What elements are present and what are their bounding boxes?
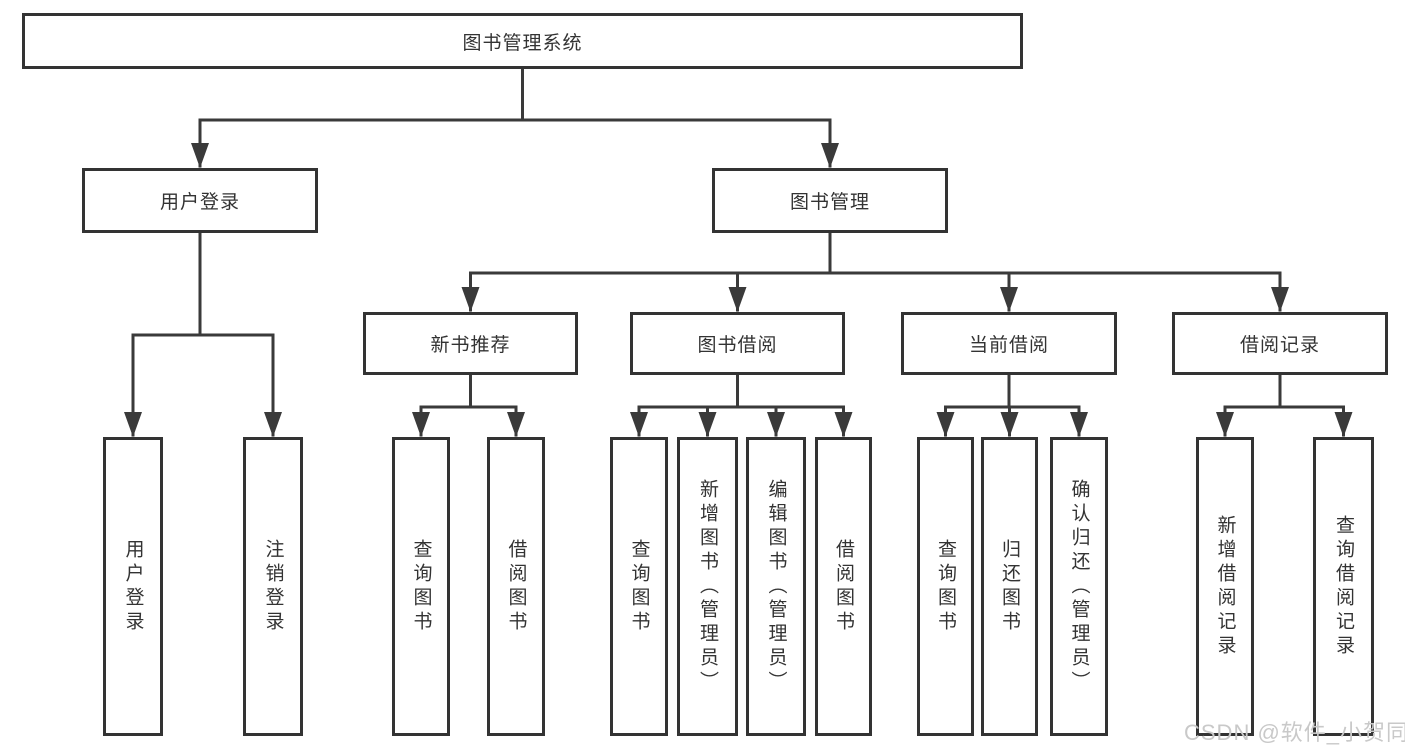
arrow-down-icon — [698, 412, 717, 437]
leaf-confirm-return-admin: 确认归还（管理员） — [1050, 437, 1108, 736]
arrow-down-icon — [1334, 412, 1353, 437]
leaf-query-books-borrow: 查询图书 — [610, 437, 668, 736]
arrow-down-icon — [1000, 287, 1018, 312]
arrow-down-icon — [834, 412, 853, 437]
connector-user-login — [131, 231, 275, 437]
arrowheads — [124, 143, 1353, 437]
node-current-borrow: 当前借阅 — [901, 312, 1117, 375]
connector-book-mgmt — [469, 231, 1282, 312]
arrow-down-icon — [124, 412, 142, 437]
leaf-add-borrow-record: 新增借阅记录 — [1196, 437, 1254, 736]
arrow-down-icon — [507, 412, 525, 437]
leaf-query-books-current: 查询图书 — [917, 437, 974, 736]
leaf-borrow-books-rec: 借阅图书 — [487, 437, 545, 736]
connector-new-book-rec — [419, 373, 518, 437]
arrow-down-icon — [767, 412, 785, 437]
arrow-down-icon — [1271, 287, 1289, 312]
arrow-down-icon — [936, 412, 955, 437]
leaf-query-borrow-record: 查询借阅记录 — [1313, 437, 1374, 736]
node-root-library-system: 图书管理系统 — [22, 13, 1023, 69]
node-borrow-records: 借阅记录 — [1172, 312, 1388, 375]
arrow-down-icon — [412, 412, 430, 437]
node-new-book-recommend: 新书推荐 — [363, 312, 578, 375]
connector-book-borrow — [637, 373, 845, 437]
leaf-return-book: 归还图书 — [981, 437, 1038, 736]
leaf-logout: 注销登录 — [243, 437, 303, 736]
arrow-down-icon — [1070, 412, 1088, 437]
arrow-down-icon — [630, 412, 648, 437]
leaf-query-books-rec: 查询图书 — [392, 437, 450, 736]
leaf-edit-book-admin: 编辑图书（管理员） — [746, 437, 806, 736]
connector-borrow-records — [1223, 373, 1345, 437]
node-book-management: 图书管理 — [712, 168, 948, 233]
arrow-down-icon — [1000, 412, 1019, 437]
arrow-down-icon — [264, 412, 282, 437]
arrow-down-icon — [821, 143, 839, 168]
arrow-down-icon — [461, 287, 480, 312]
arrow-down-icon — [191, 143, 209, 168]
arrow-down-icon — [1216, 412, 1234, 437]
node-book-borrow: 图书借阅 — [630, 312, 845, 375]
leaf-borrow-books: 借阅图书 — [815, 437, 872, 736]
leaf-add-book-admin: 新增图书（管理员） — [677, 437, 738, 736]
csdn-watermark: CSDN @软件_小贺同学 — [1184, 720, 1405, 745]
connector-root — [198, 66, 832, 168]
node-user-login: 用户登录 — [82, 168, 318, 233]
leaf-user-login: 用户登录 — [103, 437, 163, 736]
arrow-down-icon — [728, 287, 747, 312]
